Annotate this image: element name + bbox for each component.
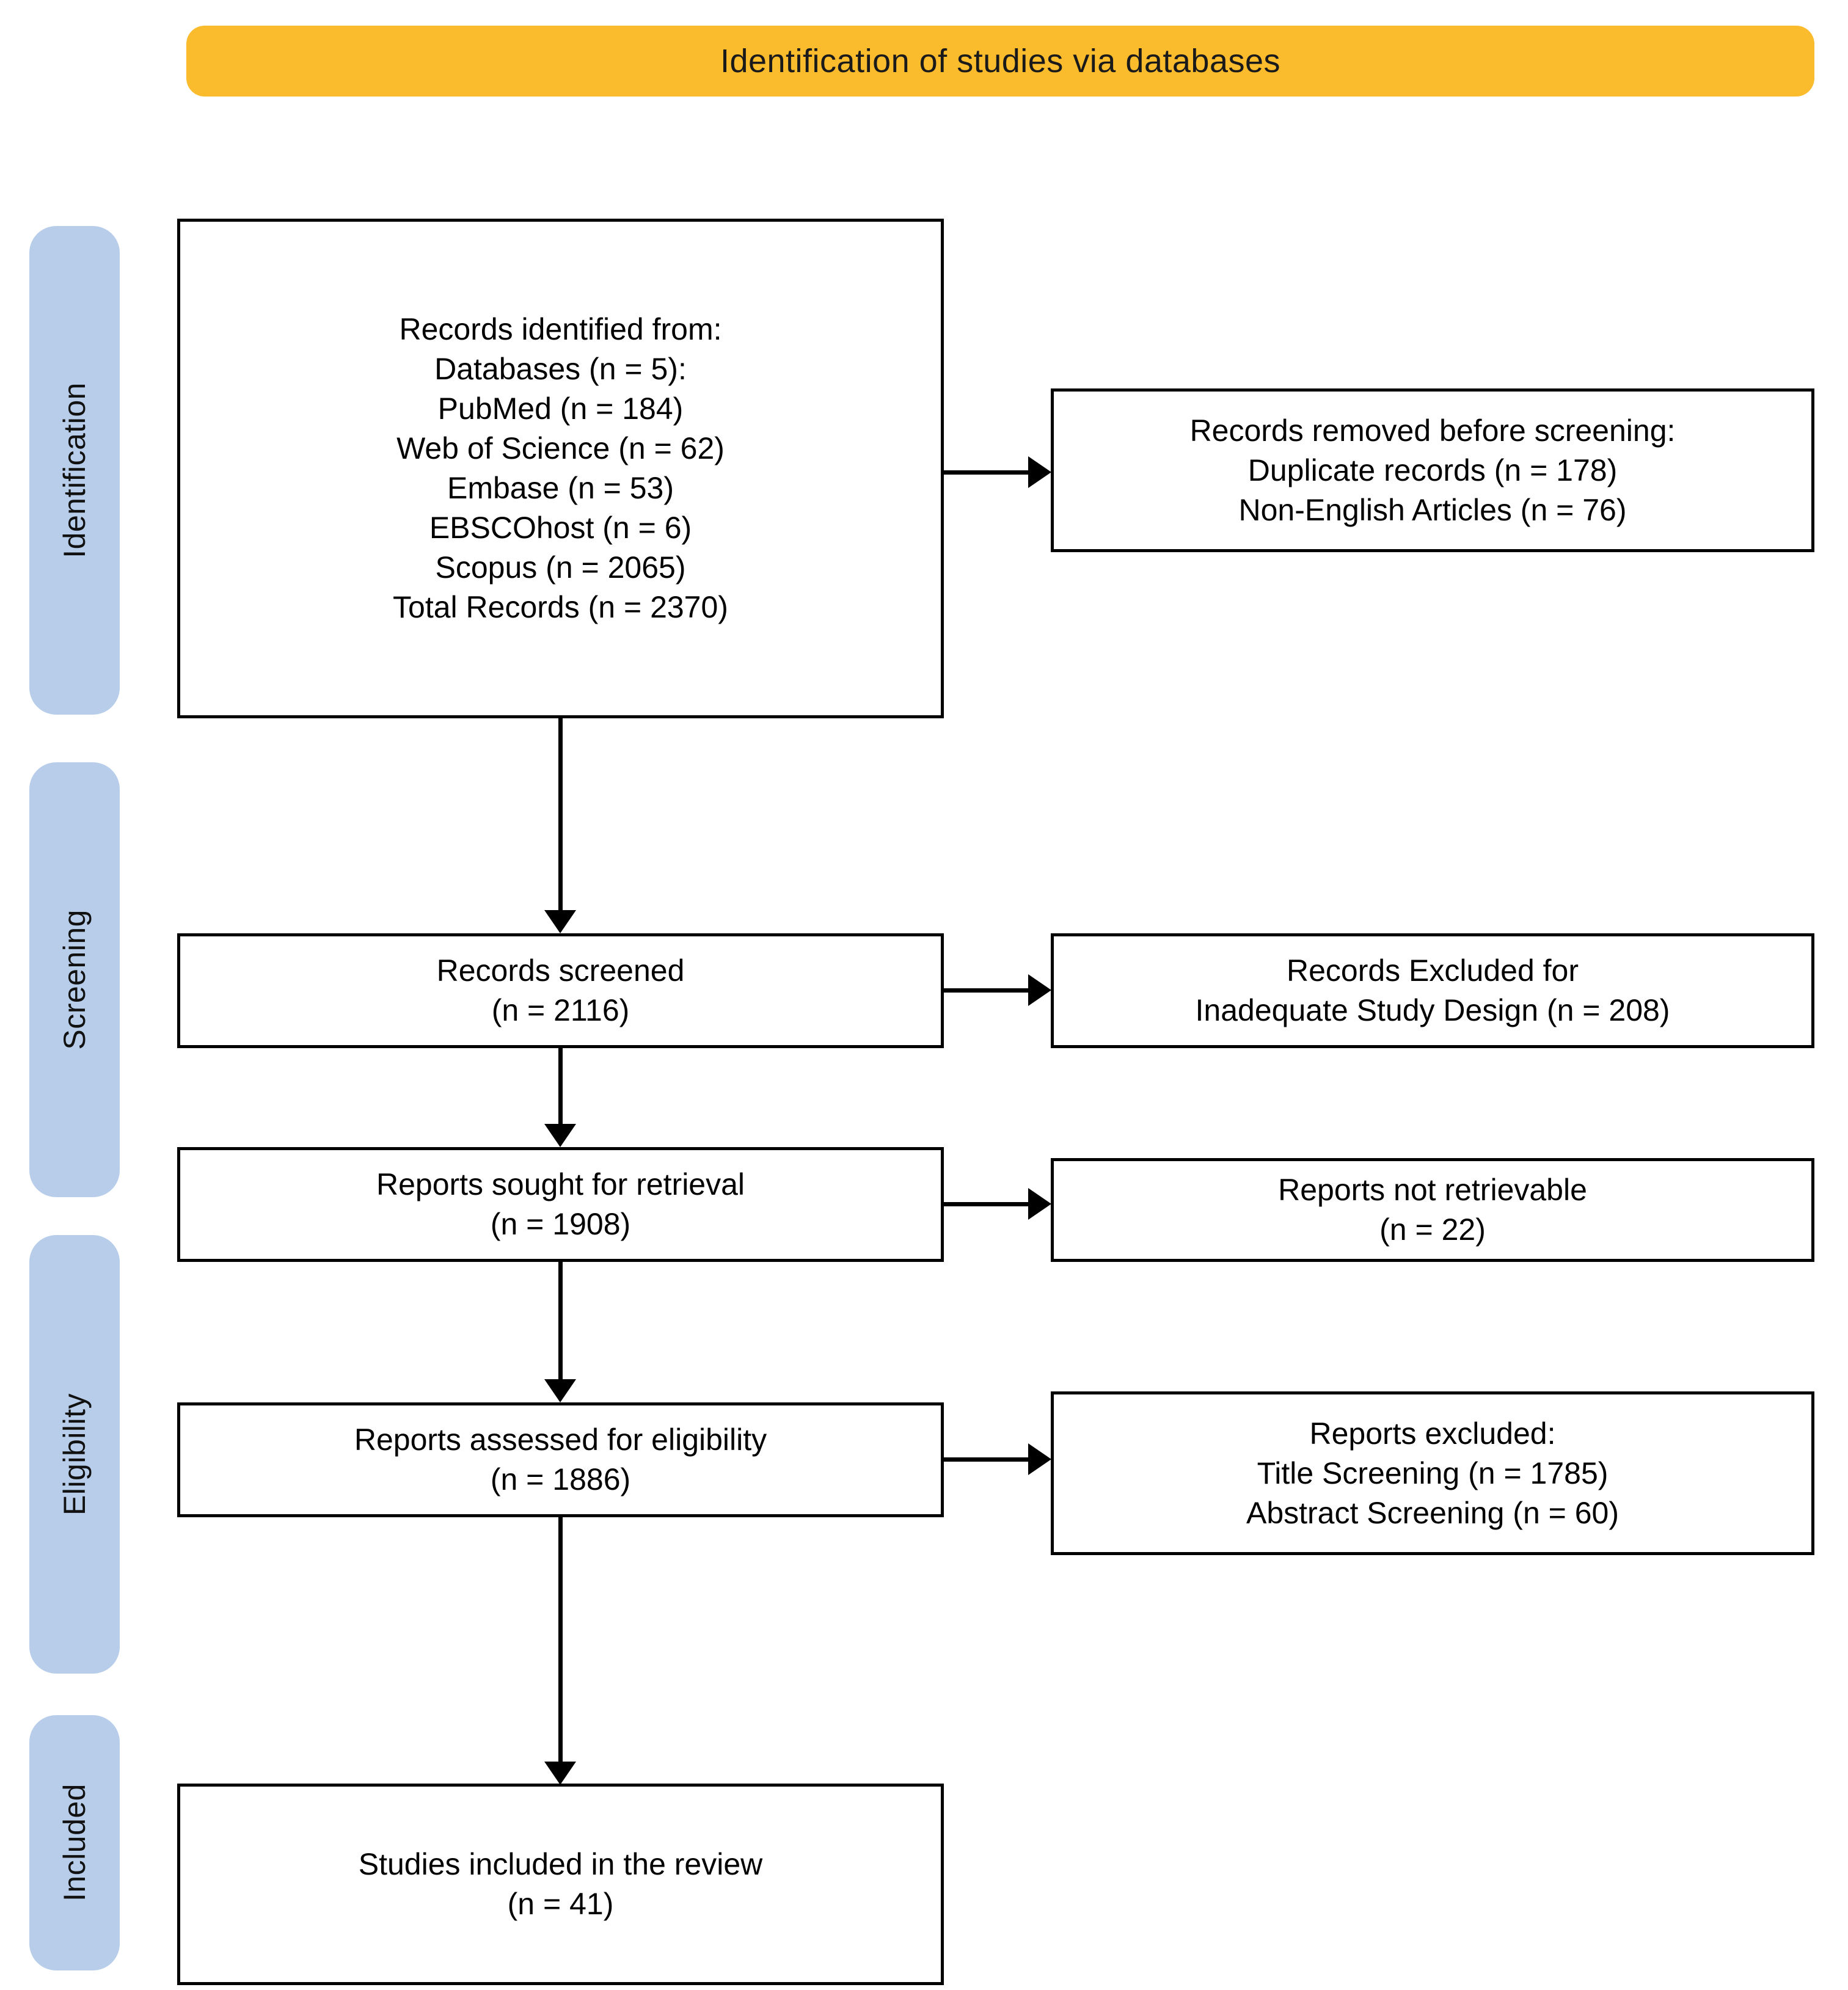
arrowhead-assessed-to-included — [544, 1762, 576, 1785]
box-reports-sought: Reports sought for retrieval (n = 1908) — [177, 1147, 944, 1262]
connector-assessed-to-included — [558, 1517, 563, 1766]
box-line: Total Records (n = 2370) — [393, 590, 728, 624]
connector-identified-to-screened — [558, 718, 563, 920]
box-line: (n = 41) — [507, 1887, 614, 1921]
box-line: (n = 2116) — [491, 993, 630, 1027]
arrowhead-identified-to-screened — [544, 910, 576, 933]
box-line: EBSCOhost (n = 6) — [429, 511, 692, 545]
box-line: PubMed (n = 184) — [437, 392, 684, 426]
stage-pill-screening: Screening — [29, 762, 120, 1197]
arrowhead-sought-to-not-retrievable — [1028, 1188, 1051, 1220]
diagram-title: Identification of studies via databases — [720, 43, 1281, 79]
box-reports-not-retrievable: Reports not retrievable (n = 22) — [1051, 1158, 1814, 1262]
arrowhead-assessed-to-excluded — [1028, 1443, 1051, 1475]
box-line: Records identified from: — [399, 312, 722, 346]
stage-label-eligibility: Eligibility — [57, 1393, 92, 1515]
box-studies-included: Studies included in the review (n = 41) — [177, 1784, 944, 1985]
arrowhead-screened-to-sought — [544, 1124, 576, 1147]
box-line: Non-English Articles (n = 76) — [1238, 492, 1627, 527]
box-reports-assessed: Reports assessed for eligibility (n = 18… — [177, 1402, 944, 1517]
box-line: (n = 1886) — [490, 1462, 631, 1496]
connector-assessed-to-excluded — [944, 1457, 1029, 1462]
stage-pill-eligibility: Eligibility — [29, 1235, 120, 1674]
arrowhead-sought-to-assessed — [544, 1379, 576, 1402]
box-line: Web of Science (n = 62) — [396, 431, 725, 465]
box-line: Records removed before screening: — [1189, 413, 1676, 448]
box-line: (n = 1908) — [490, 1207, 631, 1241]
box-line: Embase (n = 53) — [447, 471, 674, 505]
box-records-identified: Records identified from: Databases (n = … — [177, 219, 944, 718]
connector-sought-to-assessed — [558, 1262, 563, 1385]
connector-identified-to-removed — [944, 470, 1029, 475]
connector-sought-to-not-retrievable — [944, 1202, 1029, 1206]
arrowhead-identified-to-removed — [1028, 456, 1051, 488]
box-reports-excluded: Reports excluded: Title Screening (n = 1… — [1051, 1391, 1814, 1555]
box-line: Databases (n = 5): — [434, 352, 687, 386]
box-line: Reports excluded: — [1309, 1416, 1556, 1451]
box-records-removed: Records removed before screening: Duplic… — [1051, 388, 1814, 552]
arrowhead-screened-to-excluded — [1028, 974, 1051, 1006]
box-records-excluded: Records Excluded for Inadequate Study De… — [1051, 933, 1814, 1048]
box-line: Duplicate records (n = 178) — [1247, 453, 1618, 487]
box-line: Abstract Screening (n = 60) — [1246, 1495, 1620, 1530]
box-line: Scopus (n = 2065) — [435, 550, 686, 585]
stage-label-included: Included — [57, 1784, 92, 1902]
stage-pill-identification: Identification — [29, 226, 120, 715]
box-line: Reports not retrievable — [1278, 1173, 1587, 1207]
box-line: Reports assessed for eligibility — [354, 1423, 767, 1457]
diagram-header-banner: Identification of studies via databases — [186, 26, 1814, 97]
connector-screened-to-sought — [558, 1048, 563, 1129]
box-records-screened: Records screened (n = 2116) — [177, 933, 944, 1048]
box-line: Inadequate Study Design (n = 208) — [1195, 993, 1670, 1027]
connector-screened-to-excluded — [944, 988, 1029, 993]
box-line: Reports sought for retrieval — [376, 1167, 745, 1201]
stage-pill-included: Included — [29, 1715, 120, 1970]
box-line: Records screened — [436, 953, 685, 988]
box-line: Records Excluded for — [1286, 953, 1579, 988]
box-line: Title Screening (n = 1785) — [1257, 1456, 1609, 1490]
box-line: Studies included in the review — [358, 1847, 763, 1881]
stage-label-screening: Screening — [57, 909, 92, 1050]
box-line: (n = 22) — [1379, 1212, 1486, 1247]
stage-label-identification: Identification — [57, 382, 92, 558]
